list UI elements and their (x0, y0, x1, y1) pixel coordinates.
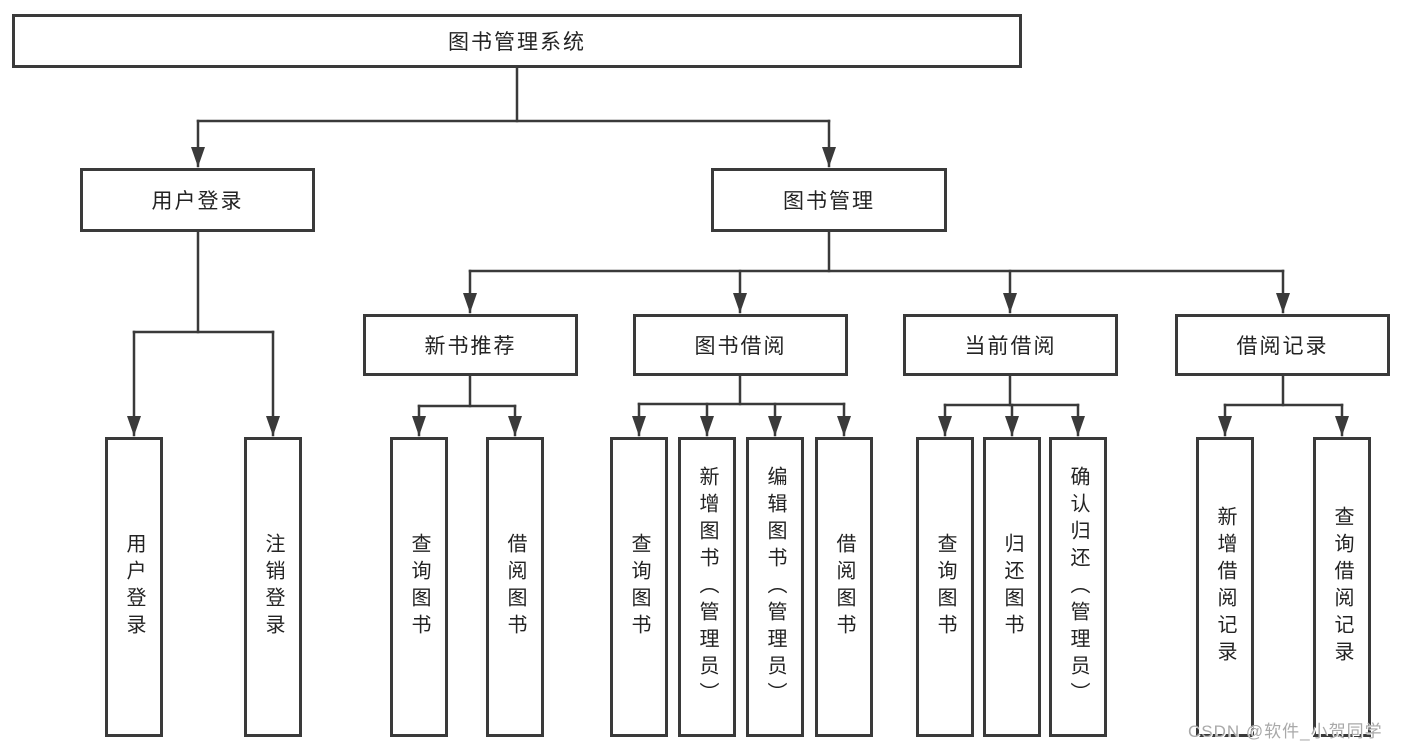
leaf-user-login-label: 用户登录 (123, 533, 145, 641)
leaf-add-book-admin-label: 新增图书（管理员） (696, 465, 718, 709)
leaf-confirm-return-admin-label: 确认归还（管理员） (1067, 465, 1089, 709)
node-book-management: 图书管理 (711, 168, 947, 232)
node-root-label: 图书管理系统 (448, 31, 586, 54)
leaf-query-books-recommend: 查询图书 (390, 437, 448, 737)
node-current-borrowing-label: 当前借阅 (964, 335, 1057, 358)
leaf-query-books-recommend-label: 查询图书 (408, 533, 430, 641)
leaf-query-books-borrow-label: 查询图书 (628, 533, 650, 641)
leaf-logout-label: 注销登录 (262, 533, 284, 641)
node-root: 图书管理系统 (12, 14, 1022, 68)
leaf-user-login: 用户登录 (105, 437, 163, 737)
leaf-logout: 注销登录 (244, 437, 302, 737)
node-new-book-recommend: 新书推荐 (363, 314, 578, 376)
leaf-edit-book-admin-label: 编辑图书（管理员） (764, 465, 786, 709)
leaf-query-books-current-label: 查询图书 (934, 533, 956, 641)
node-borrowing-records: 借阅记录 (1175, 314, 1390, 376)
node-book-management-label: 图书管理 (783, 190, 875, 213)
leaf-borrow-books-label: 借阅图书 (833, 533, 855, 641)
leaf-add-borrow-record: 新增借阅记录 (1196, 437, 1254, 737)
leaf-query-books-borrow: 查询图书 (610, 437, 668, 737)
node-current-borrowing: 当前借阅 (903, 314, 1118, 376)
leaf-return-book: 归还图书 (983, 437, 1041, 737)
node-book-borrowing: 图书借阅 (633, 314, 848, 376)
leaf-return-book-label: 归还图书 (1001, 533, 1023, 641)
leaf-confirm-return-admin: 确认归还（管理员） (1049, 437, 1107, 737)
node-user-login-label: 用户登录 (151, 190, 244, 213)
leaf-add-book-admin: 新增图书（管理员） (678, 437, 736, 737)
node-book-borrowing-label: 图书借阅 (694, 335, 787, 358)
node-new-book-recommend-label: 新书推荐 (424, 335, 517, 358)
leaf-add-borrow-record-label: 新增借阅记录 (1214, 506, 1236, 668)
leaf-borrow-books-recommend-label: 借阅图书 (504, 533, 526, 641)
leaf-query-borrow-record: 查询借阅记录 (1313, 437, 1371, 737)
csdn-watermark: CSDN @软件_小贺同学 (1188, 722, 1383, 741)
leaf-query-borrow-record-label: 查询借阅记录 (1331, 506, 1353, 668)
node-user-login: 用户登录 (80, 168, 315, 232)
node-borrowing-records-label: 借阅记录 (1236, 335, 1329, 358)
leaf-edit-book-admin: 编辑图书（管理员） (746, 437, 804, 737)
leaf-borrow-books-recommend: 借阅图书 (486, 437, 544, 737)
leaf-borrow-books: 借阅图书 (815, 437, 873, 737)
leaf-query-books-current: 查询图书 (916, 437, 974, 737)
